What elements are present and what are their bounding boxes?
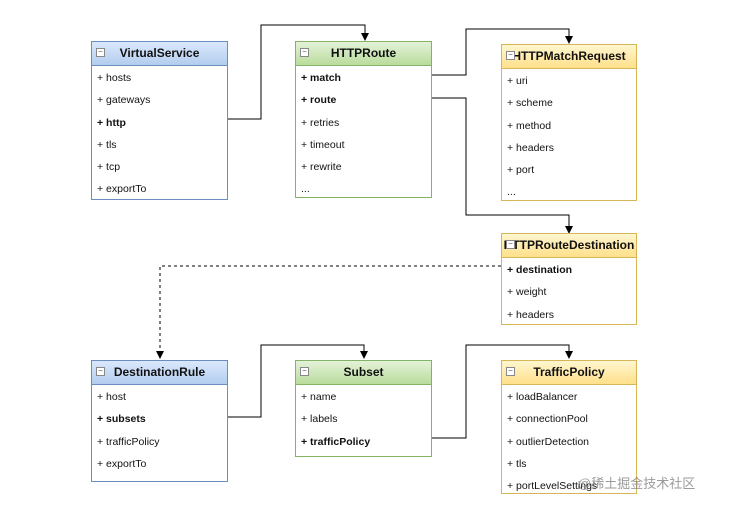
field-name: + name — [301, 391, 337, 403]
httproute-header: − HTTPRoute — [296, 42, 431, 66]
trafficpolicy-title: TrafficPolicy — [533, 365, 605, 379]
trafficpolicy-box: − TrafficPolicy + loadBalancer + connect… — [501, 360, 637, 494]
httpmatchrequest-header: − HTTPMatchRequest — [502, 45, 636, 69]
field-headers: + headers — [507, 141, 554, 154]
field-method: + method — [507, 119, 552, 132]
virtualservice-box: − VirtualService + hosts + gateways + ht… — [91, 41, 228, 200]
field-tls: + tls — [507, 457, 527, 470]
destinationrule-title: DestinationRule — [113, 365, 206, 379]
field-rewrite: + rewrite — [301, 161, 342, 174]
subset-header: − Subset — [296, 361, 431, 385]
collapse-icon[interactable]: − — [300, 48, 309, 57]
httproutedestination-header: − HTTPRouteDestination — [502, 234, 636, 258]
collapse-icon[interactable]: − — [96, 367, 105, 376]
virtualservice-header: − VirtualService — [92, 42, 227, 66]
field-exportto: + exportTo — [97, 183, 147, 196]
field-subsets: + subsets — [97, 413, 146, 426]
subset-title: Subset — [343, 365, 384, 379]
field-outlierdetection: + outlierDetection — [507, 435, 590, 448]
connector-destination-to-destinationrule — [156, 265, 501, 359]
connector-subsets-to-subset — [228, 344, 368, 418]
httproute-box: − HTTPRoute + match + route + retries + … — [295, 41, 432, 198]
field-labels: + labels — [301, 413, 338, 426]
destinationrule-box: − DestinationRule + host + subsets + tra… — [91, 360, 228, 482]
field-tls: + tls — [97, 138, 117, 151]
field-scheme: + scheme — [507, 97, 553, 110]
destinationrule-header: − DestinationRule — [92, 361, 227, 385]
httpmatchrequest-box: − HTTPMatchRequest + uri + scheme + meth… — [501, 44, 637, 201]
collapse-icon[interactable]: − — [506, 240, 515, 249]
httproute-title: HTTPRoute — [330, 46, 397, 60]
field-route: + route — [301, 94, 337, 107]
field-ellipsis: ... — [507, 186, 516, 199]
field-timeout: + timeout — [301, 138, 345, 151]
field-port: + port — [507, 164, 535, 177]
field-portlevelsettings: + portLevelSettings — [507, 480, 598, 493]
field-hosts: + hosts — [97, 72, 132, 84]
field-trafficpolicy: + trafficPolicy — [97, 435, 160, 448]
virtualservice-title: VirtualService — [119, 46, 200, 60]
connector-route-to-httproutedestination — [432, 97, 573, 234]
field-gateways: + gateways — [97, 94, 151, 107]
collapse-icon[interactable]: − — [506, 51, 515, 60]
field-tcp: + tcp — [97, 161, 121, 174]
field-match: + match — [301, 72, 341, 84]
collapse-icon[interactable]: − — [96, 48, 105, 57]
httproutedestination-title: HTTPRouteDestination — [503, 238, 635, 252]
field-weight: + weight — [507, 286, 547, 299]
trafficpolicy-header: − TrafficPolicy — [502, 361, 636, 385]
field-destination: + destination — [507, 264, 573, 276]
subset-box: − Subset + name + labels + trafficPolicy — [295, 360, 432, 457]
httpmatchrequest-title: HTTPMatchRequest — [512, 49, 626, 63]
field-uri: + uri — [507, 75, 528, 87]
connector-trafficpolicy-to-trafficpolicy — [432, 344, 573, 439]
connector-match-to-httpmatchrequest — [432, 28, 573, 76]
watermark-text: @稀土掘金技术社区 — [578, 476, 696, 491]
field-trafficpolicy: + trafficPolicy — [301, 435, 371, 448]
field-http: + http — [97, 116, 126, 129]
collapse-icon[interactable]: − — [506, 367, 515, 376]
field-retries: + retries — [301, 116, 340, 129]
field-exportto: + exportTo — [97, 457, 147, 470]
collapse-icon[interactable]: − — [300, 367, 309, 376]
httproutedestination-box: − HTTPRouteDestination + destination + w… — [501, 233, 637, 325]
field-connectionpool: + connectionPool — [507, 413, 588, 426]
field-loadbalancer: + loadBalancer — [507, 391, 578, 403]
connector-http-to-httproute — [228, 24, 369, 120]
field-host: + host — [97, 391, 126, 403]
field-headers: + headers — [507, 308, 554, 321]
field-ellipsis: ... — [301, 183, 310, 196]
